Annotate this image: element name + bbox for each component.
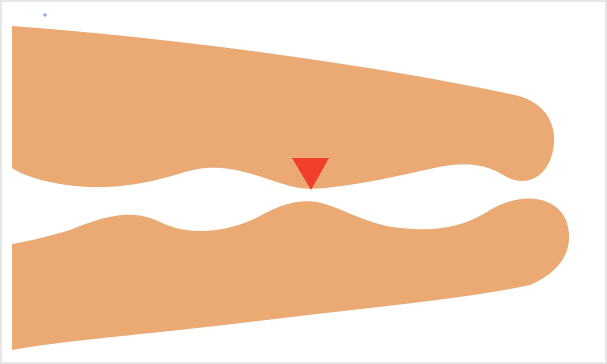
down-arrow-marker-icon <box>292 158 329 190</box>
upper-shape <box>12 26 555 189</box>
speck-dot <box>43 13 47 17</box>
lower-shape <box>12 198 570 350</box>
